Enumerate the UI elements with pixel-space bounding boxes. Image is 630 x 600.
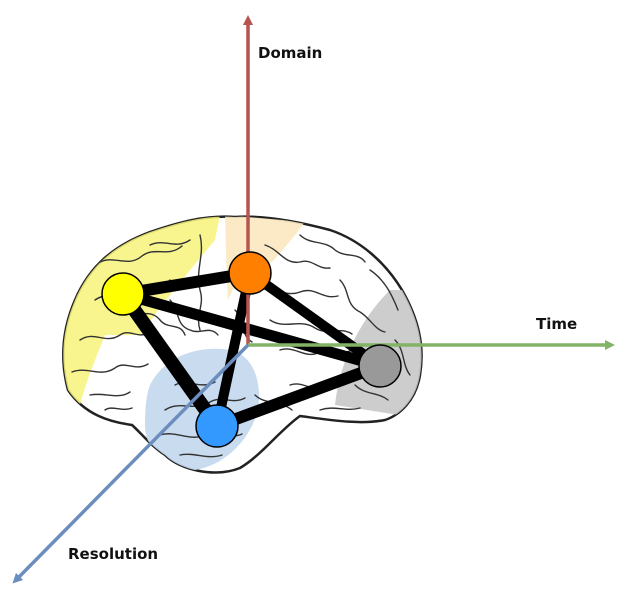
resolution-axis-label: Resolution bbox=[68, 545, 159, 563]
brain-illustration bbox=[62, 215, 423, 474]
edge-yellow-gray bbox=[117, 288, 386, 372]
edge-orange-gray bbox=[245, 268, 385, 371]
edge-blue-gray bbox=[211, 360, 386, 432]
yellow-node bbox=[101, 272, 145, 316]
time-axis-label: Time bbox=[536, 315, 578, 333]
edge-orange-blue bbox=[212, 268, 255, 431]
domain-axis-label: Domain bbox=[258, 44, 323, 62]
network-nodes bbox=[101, 251, 402, 448]
blue-node bbox=[195, 404, 239, 448]
orange-node bbox=[228, 251, 272, 295]
edge-yellow-blue bbox=[116, 287, 224, 433]
gray-node bbox=[358, 344, 402, 388]
resolution-axis bbox=[12, 343, 250, 584]
